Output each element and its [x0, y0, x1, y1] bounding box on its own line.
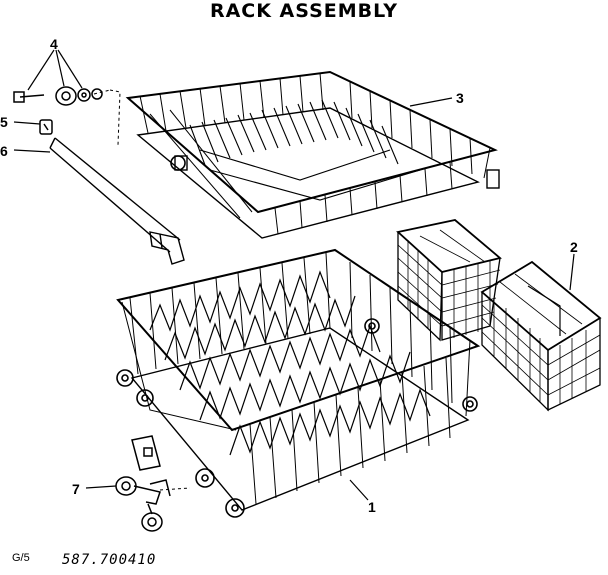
leader-6: [13, 149, 51, 153]
leader-3: [409, 97, 453, 107]
upper-rack-front-wires: [139, 72, 491, 235]
callout-5: 5: [0, 114, 8, 130]
leader-1: [349, 479, 369, 501]
upper-rack: [125, 70, 500, 239]
callout-2: 2: [570, 239, 578, 255]
leader-5: [13, 121, 41, 125]
callout-1: 1: [368, 499, 376, 515]
upper-rack-tines: [189, 99, 421, 201]
diagram-title: RACK ASSEMBLY: [209, 0, 399, 22]
silverware-basket: [396, 219, 602, 412]
callout-3: 3: [456, 90, 464, 106]
lower-rack-wheels: [116, 318, 478, 518]
lower-rack-side-wires: [121, 252, 471, 505]
roller-assembly: [115, 435, 171, 532]
leader-2: [569, 253, 575, 291]
basket-right-grid: [481, 273, 601, 404]
basket-left-grid: [397, 229, 501, 338]
callout-7: 7: [72, 481, 80, 497]
callout-4-leaders: [27, 49, 83, 91]
lower-rack: [116, 248, 481, 518]
footer-page-ref: G/5: [12, 552, 30, 564]
leader-7: [85, 485, 117, 489]
footer-model-code: 587.700410: [62, 552, 157, 568]
callout-leaders: [13, 97, 575, 501]
roller-hardware: [13, 86, 103, 106]
clip: [39, 119, 53, 135]
callout-6: 6: [0, 143, 8, 159]
lower-rack-tines: [149, 270, 431, 456]
callout-4: 4: [50, 36, 58, 52]
track: [49, 137, 185, 265]
